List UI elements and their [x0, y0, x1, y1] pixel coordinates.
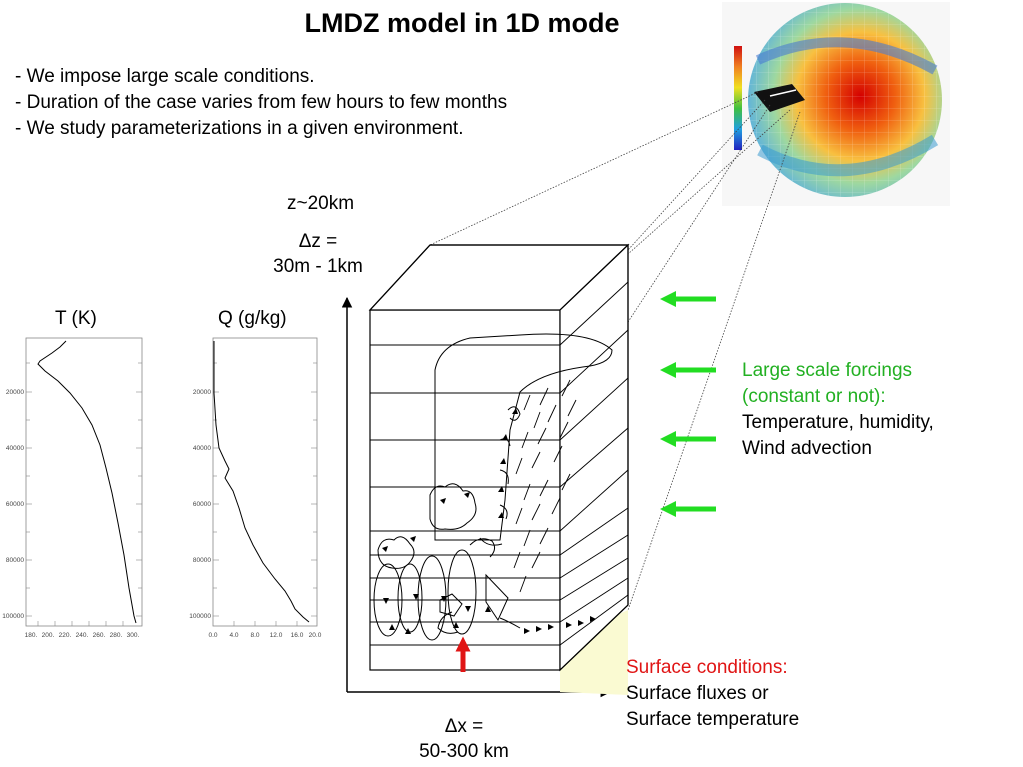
- surface-detail: Surface fluxes or: [626, 683, 769, 704]
- y-tick-label: 20000: [193, 389, 211, 396]
- forcing-title: Large scale forcings: [742, 360, 913, 381]
- y-tick-label: 80000: [6, 557, 24, 564]
- dx-label: Δx = 50-300 km: [400, 714, 528, 764]
- y-tick-label: 100000: [189, 613, 211, 620]
- z-top-label: z~20km: [287, 193, 355, 214]
- dz-label-line: Δz =: [298, 231, 338, 252]
- x-tick-label: 200.: [42, 632, 55, 639]
- x-tick-label: 20.0: [309, 632, 322, 639]
- x-tick-label: 280.: [110, 632, 123, 639]
- x-tick-label: 0.0: [208, 632, 217, 639]
- forcing-description: Large scale forcings (constant or not): …: [742, 358, 934, 462]
- dx-label-line: 50-300 km: [419, 741, 509, 762]
- globe-image: [722, 2, 950, 206]
- bullet-item: - We study parameterizations in a given …: [15, 118, 464, 139]
- x-tick-label: 180.: [25, 632, 38, 639]
- flow-arrowheads: [382, 408, 596, 634]
- x-tick-label: 16.0: [291, 632, 304, 639]
- color-scale-bar: [734, 46, 742, 150]
- dz-label: Δz = 30m - 1km: [250, 229, 386, 279]
- y-tick-label: 60000: [193, 501, 211, 508]
- x-tick-label: 12.0: [270, 632, 283, 639]
- humidity-axis-title: Q (g/kg): [218, 308, 287, 329]
- x-tick-label: 260.: [93, 632, 106, 639]
- humidity-profile-plot: 20000 40000 60000 80000 100000 0.0 4.0 8…: [189, 337, 322, 639]
- x-tick-label: 8.0: [250, 632, 259, 639]
- forcing-subtitle: (constant or not):: [742, 386, 886, 407]
- y-tick-label: 80000: [193, 557, 211, 564]
- forcing-arrows: [659, 290, 716, 518]
- x-tick-label: 4.0: [229, 632, 238, 639]
- slide-title: LMDZ model in 1D mode: [304, 8, 620, 38]
- forcing-detail: Wind advection: [742, 438, 872, 459]
- atmospheric-column: [368, 243, 630, 695]
- bullet-item: - We impose large scale conditions.: [15, 66, 315, 87]
- temperature-profile-plot: 20000 40000 60000 80000 100000 180. 200.…: [2, 337, 143, 639]
- connector-lines: [429, 91, 801, 611]
- surface-description: Surface conditions: Surface fluxes or Su…: [626, 655, 799, 733]
- bullet-item: - Duration of the case varies from few h…: [15, 92, 508, 113]
- y-tick-label: 40000: [193, 445, 211, 452]
- x-tick-label: 220.: [59, 632, 72, 639]
- y-tick-label: 20000: [6, 389, 24, 396]
- y-tick-label: 40000: [6, 445, 24, 452]
- surface-title: Surface conditions:: [626, 657, 788, 678]
- forcing-detail: Temperature, humidity,: [742, 412, 934, 433]
- x-tick-label: 300.: [127, 632, 140, 639]
- surface-detail: Surface temperature: [626, 709, 800, 730]
- bullet-list: - We impose large scale conditions. - Du…: [15, 64, 507, 142]
- x-tick-label: 240.: [76, 632, 89, 639]
- temperature-axis-title: T (K): [55, 308, 97, 329]
- dx-label-line: Δx =: [444, 716, 484, 737]
- dz-label-line: 30m - 1km: [273, 256, 363, 277]
- y-tick-label: 60000: [6, 501, 24, 508]
- y-tick-label: 100000: [2, 613, 24, 620]
- rain-streaks: [513, 379, 577, 593]
